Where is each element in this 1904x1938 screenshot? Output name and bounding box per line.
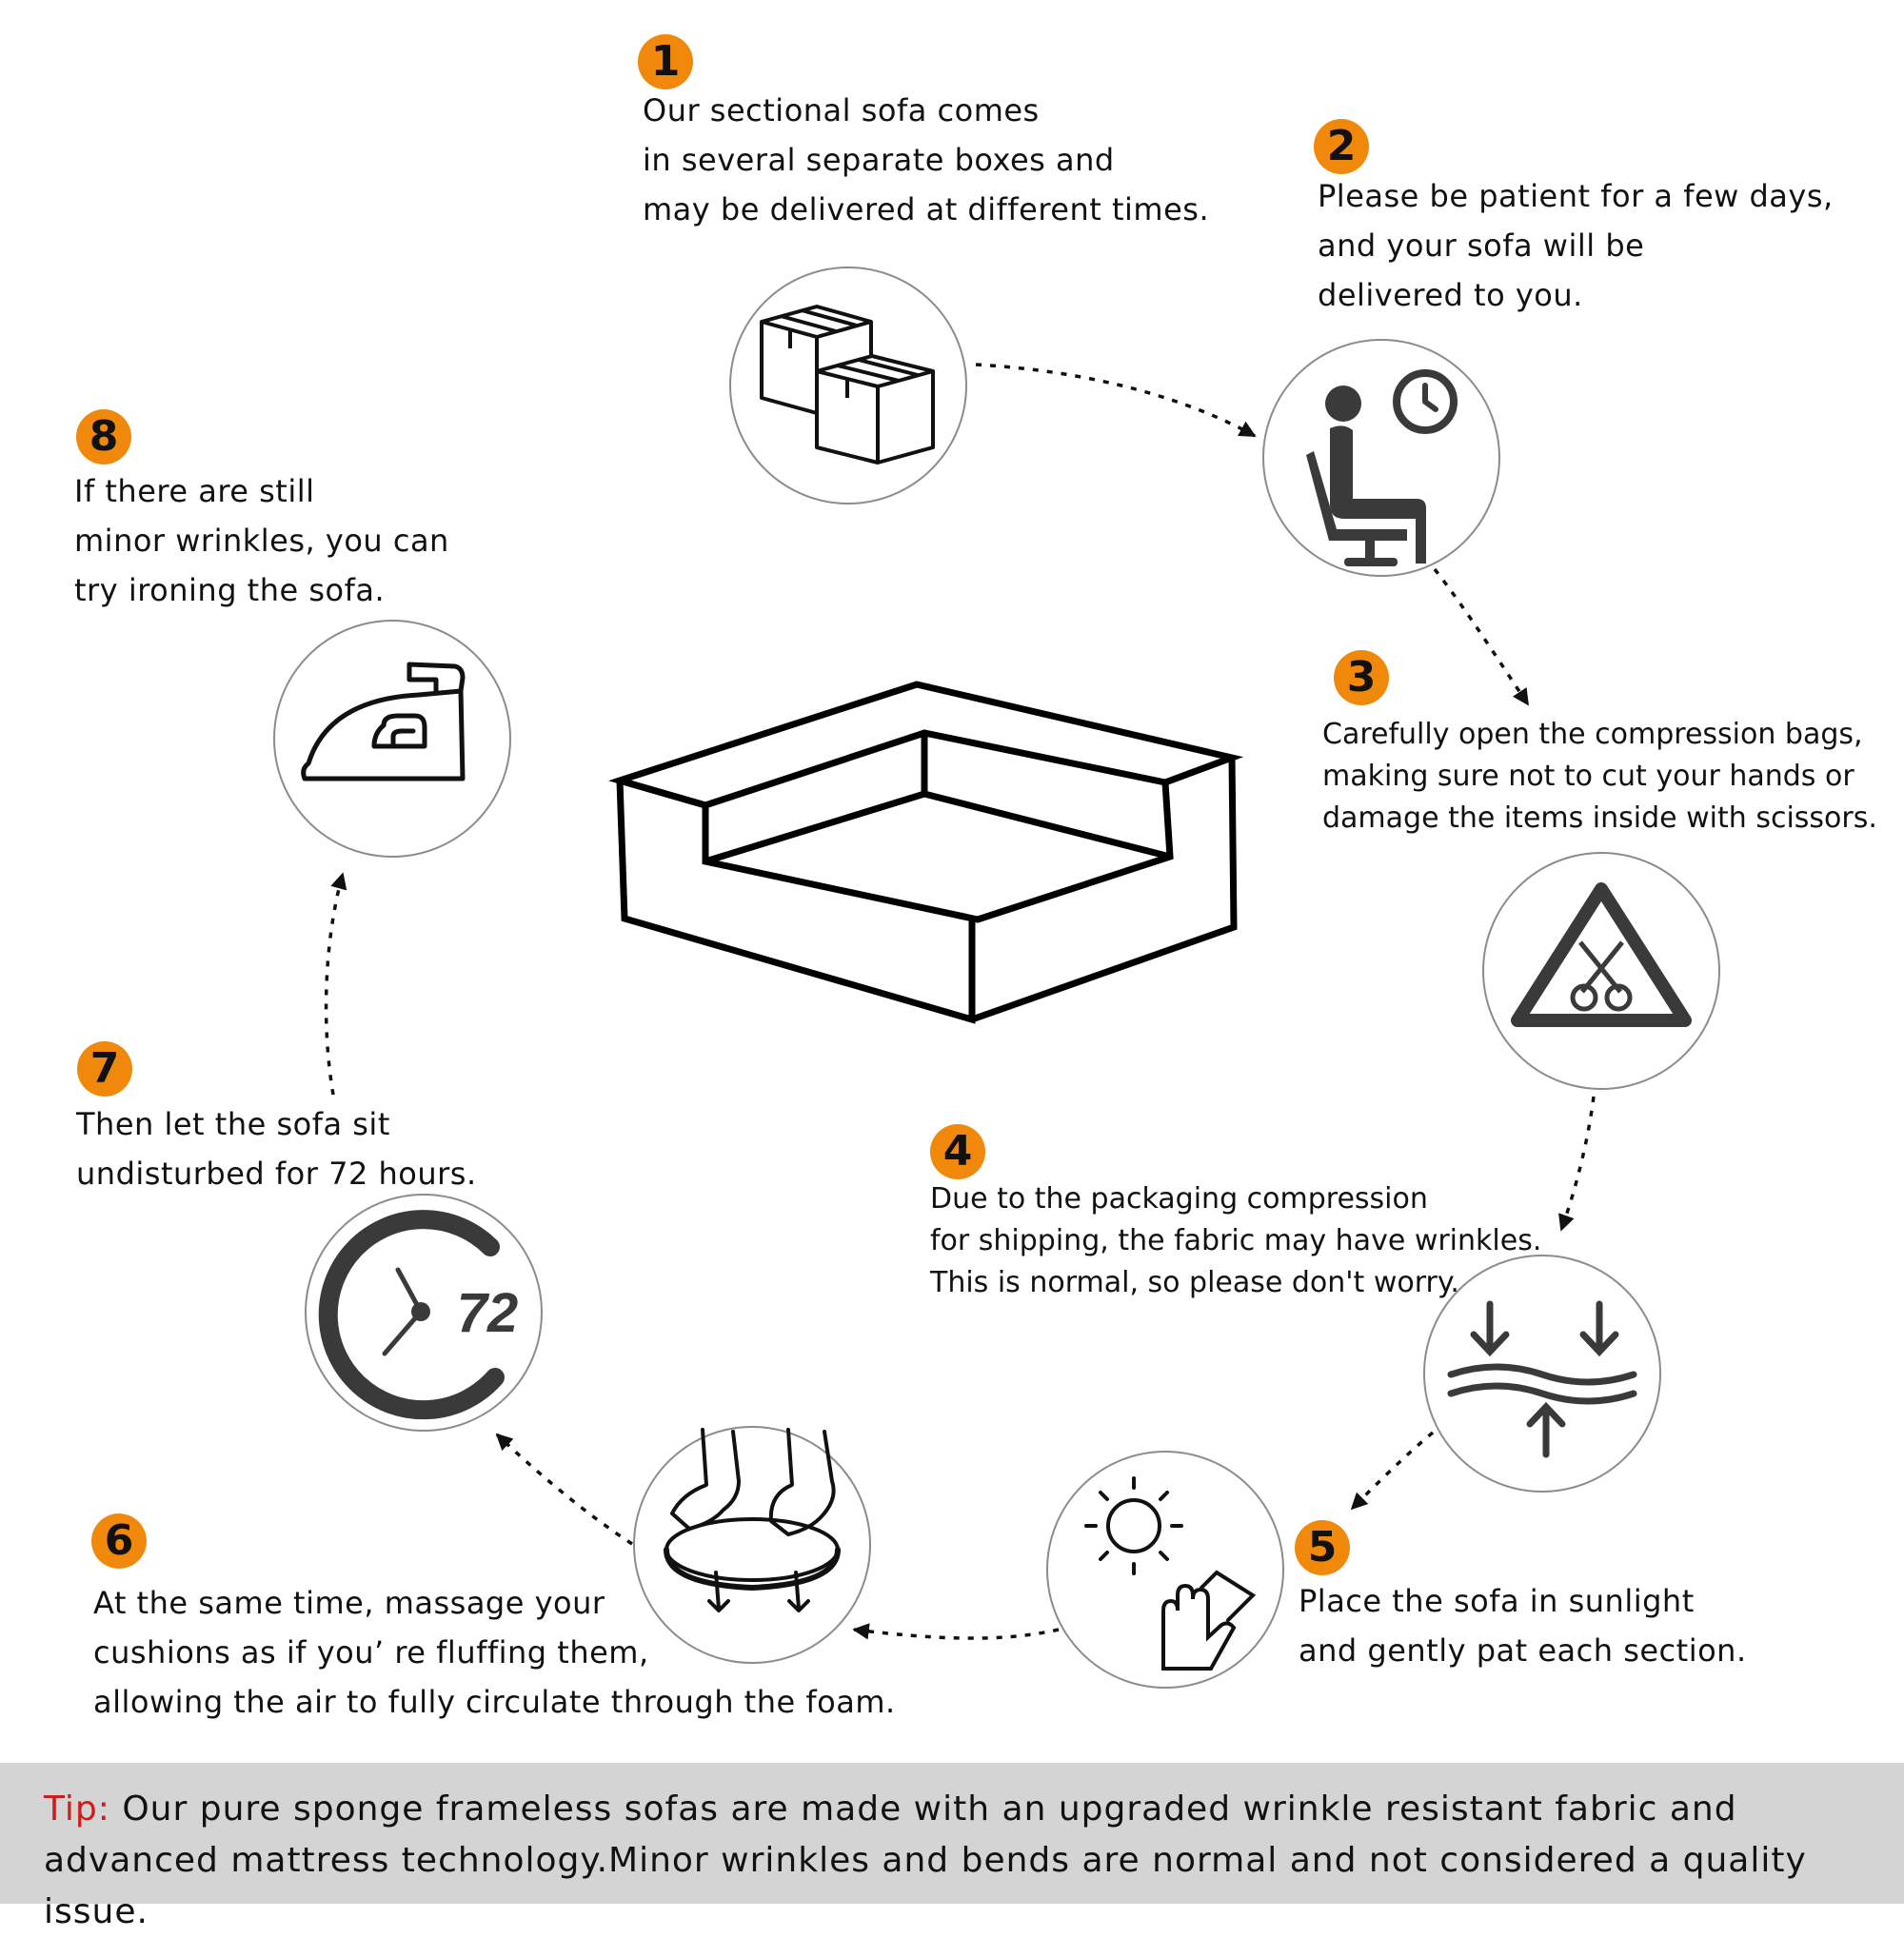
- clock-72-icon: 72: [318, 1210, 519, 1420]
- step-4-number: 4: [930, 1124, 985, 1179]
- arrow-4-to-5: [1350, 1431, 1435, 1511]
- tip-body: Our pure sponge frameless sofas are made…: [44, 1790, 1807, 1931]
- step-7-number: 7: [77, 1041, 132, 1097]
- step-1-number: 1: [638, 34, 693, 89]
- tip-text: Tip: Our pure sponge frameless sofas are…: [44, 1784, 1881, 1938]
- person-waiting-clock-icon: [1306, 369, 1458, 566]
- tip-label: Tip:: [44, 1790, 110, 1829]
- massage-cushion-icon: [664, 1428, 841, 1612]
- arrow-3-to-4: [1558, 1096, 1596, 1232]
- compression-icon: [1447, 1300, 1637, 1458]
- step-8-number: 8: [76, 409, 131, 465]
- iron-icon: [301, 662, 466, 781]
- sun-pat-icon: [1084, 1476, 1257, 1671]
- step-2-number: 2: [1314, 119, 1369, 174]
- step-5-number: 5: [1295, 1520, 1350, 1575]
- clock-72-label: 72: [457, 1282, 519, 1344]
- sectional-sofa-icon: [608, 681, 1244, 1024]
- arrow-2-to-3: [1433, 567, 1530, 706]
- step-2-icon-circle: [1262, 339, 1500, 577]
- tip-bar: Tip: Our pure sponge frameless sofas are…: [0, 1763, 1904, 1931]
- arrow-6-to-7: [495, 1433, 633, 1546]
- arrow-1-to-2: [975, 363, 1257, 438]
- boxes-icon: [760, 305, 935, 465]
- step-3-text: Carefully open the compression bags,maki…: [1322, 718, 1877, 835]
- step-3-number: 3: [1334, 650, 1389, 705]
- step-2-text: Please be patient for a few days,and you…: [1318, 178, 1834, 313]
- step-6-number: 6: [91, 1513, 147, 1569]
- step-5-icon-circle: [1046, 1451, 1284, 1689]
- scissors-warning-icon: [1511, 882, 1692, 1027]
- arrow-7-to-8: [324, 872, 347, 1096]
